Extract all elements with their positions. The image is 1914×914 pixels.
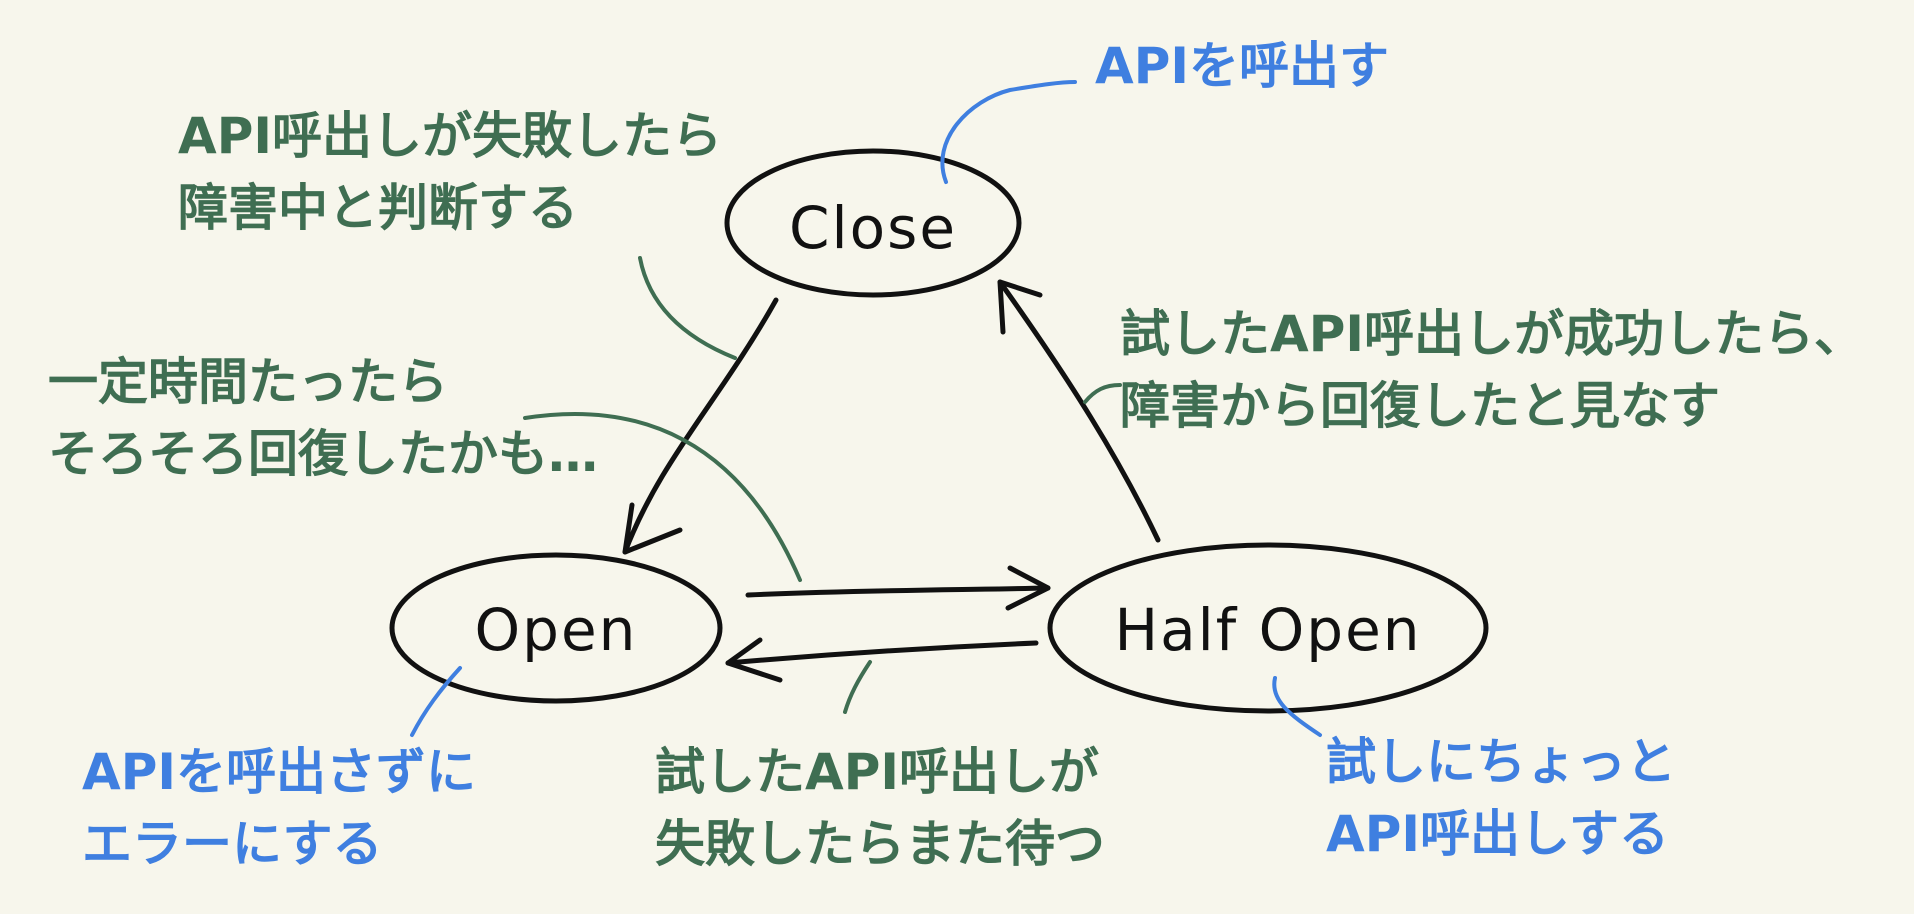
connector-half-open-blue-note <box>1272 676 1322 737</box>
state-half-open-label: Half Open <box>1114 596 1421 664</box>
arrowhead-half-open-to-close <box>997 279 1043 335</box>
arrowhead-half-open-to-open <box>725 637 783 683</box>
arrow-close-to-open <box>622 297 779 555</box>
state-close-label: Close <box>789 194 957 262</box>
connector-half-open-to-open-note <box>843 660 872 714</box>
arrowhead-close-to-open <box>622 502 683 555</box>
note-open-blue: APIを呼出さずに エラーにする <box>82 743 476 873</box>
note-half-open-to-close: 試したAPI呼出しが成功したら、 障害から回復したと見なす <box>1120 305 1864 435</box>
connector-close-to-open-note <box>638 256 737 360</box>
note-half-open-blue: 試しにちょっと API呼出しする <box>1326 733 1676 863</box>
note-close-blue: APIを呼出す <box>1095 37 1389 95</box>
state-open-label: Open <box>475 596 638 664</box>
arrow-open-to-half-open <box>745 585 1051 598</box>
arrowhead-open-to-half-open <box>1005 565 1051 611</box>
arrow-half-open-to-open <box>725 640 1039 666</box>
note-open-to-half-open: 一定時間たったら そろそろ回復したかも… <box>48 353 598 483</box>
connector-open-to-half-open-note <box>523 411 802 582</box>
connector-open-blue-note <box>410 666 462 737</box>
connector-close-blue-note <box>940 80 1077 184</box>
connector-half-open-to-close-note <box>1083 383 1122 404</box>
note-half-open-to-open: 試したAPI呼出しが 失敗したらまた待つ <box>655 743 1105 873</box>
state-half-open-ellipse <box>1047 542 1489 714</box>
state-close-ellipse <box>724 148 1022 298</box>
arrow-half-open-to-close <box>997 279 1161 543</box>
note-close-to-open: API呼出しが失敗したら 障害中と判断する <box>178 107 722 237</box>
state-open-ellipse <box>389 552 723 704</box>
